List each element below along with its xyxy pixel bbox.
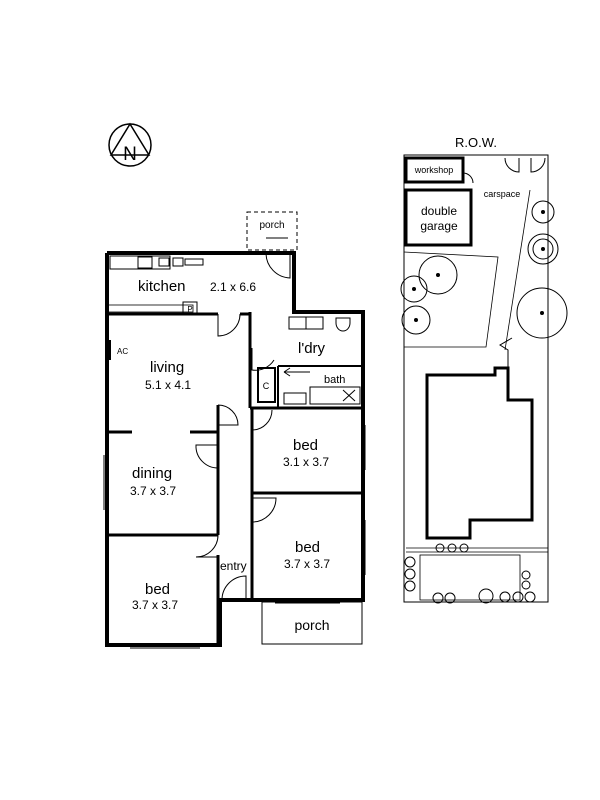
outer-wall: [105, 251, 365, 647]
compass-north-letter: N: [123, 144, 137, 165]
workshop-label: workshop: [414, 165, 454, 175]
double-garage-box: [404, 188, 473, 247]
tree-icon: [400, 275, 428, 303]
site-plan: R.O.W. workshop carspace double garage: [400, 135, 568, 604]
rear-porch-outline: [246, 211, 298, 251]
house-plan: porch P kitchen 2.1 x 6.6 l'dry C: [103, 211, 366, 649]
dining-name: dining: [132, 465, 172, 482]
dining-size: 3.7 x 3.7: [130, 484, 176, 498]
sink-icon: [137, 256, 153, 269]
tree-icon: [527, 233, 559, 265]
laundry-label: l'dry: [298, 340, 326, 357]
bathtub-icon: [309, 386, 361, 405]
living-size: 5.1 x 4.1: [145, 378, 191, 392]
bed-2-size: 3.7 x 3.7: [284, 557, 330, 571]
garage-label-line2: garage: [420, 219, 458, 233]
rear-porch-label: porch: [259, 220, 284, 231]
site-boundary: [403, 154, 549, 603]
row-label: R.O.W.: [455, 135, 497, 150]
carspace-label: carspace: [484, 189, 521, 199]
bath-label: bath: [324, 374, 345, 386]
bed-3-name: bed: [145, 581, 170, 598]
toilet-icon: [335, 317, 351, 332]
bed-1-size: 3.1 x 3.7: [283, 455, 329, 469]
bed-1-name: bed: [293, 437, 318, 454]
living-name: living: [150, 359, 184, 376]
tree-icon: [401, 305, 431, 335]
tree-icon: [418, 255, 458, 295]
kitchen-name: kitchen: [138, 278, 186, 295]
cupboard-label: C: [263, 381, 270, 391]
bed-3-size: 3.7 x 3.7: [132, 598, 178, 612]
front-porch-label: porch: [294, 617, 329, 633]
pantry-label: P: [187, 305, 192, 314]
house-footprint: [425, 366, 534, 540]
vanity-icon: [283, 392, 307, 405]
kitchen-size: 2.1 x 6.6: [210, 280, 256, 294]
tree-icon: [516, 287, 568, 339]
bed-2-name: bed: [295, 539, 320, 556]
north-compass-icon: N: [108, 122, 152, 167]
front-porch-outline: [261, 601, 363, 645]
ac-label: AC: [117, 347, 128, 356]
shrub-icon: [404, 543, 536, 604]
garage-label-line1: double: [421, 204, 457, 218]
workshop-box: [404, 156, 465, 184]
cupboard-box: [257, 367, 276, 403]
pantry-box: [182, 301, 198, 315]
tree-icon: [531, 200, 555, 224]
entry-label: entry: [220, 559, 247, 573]
